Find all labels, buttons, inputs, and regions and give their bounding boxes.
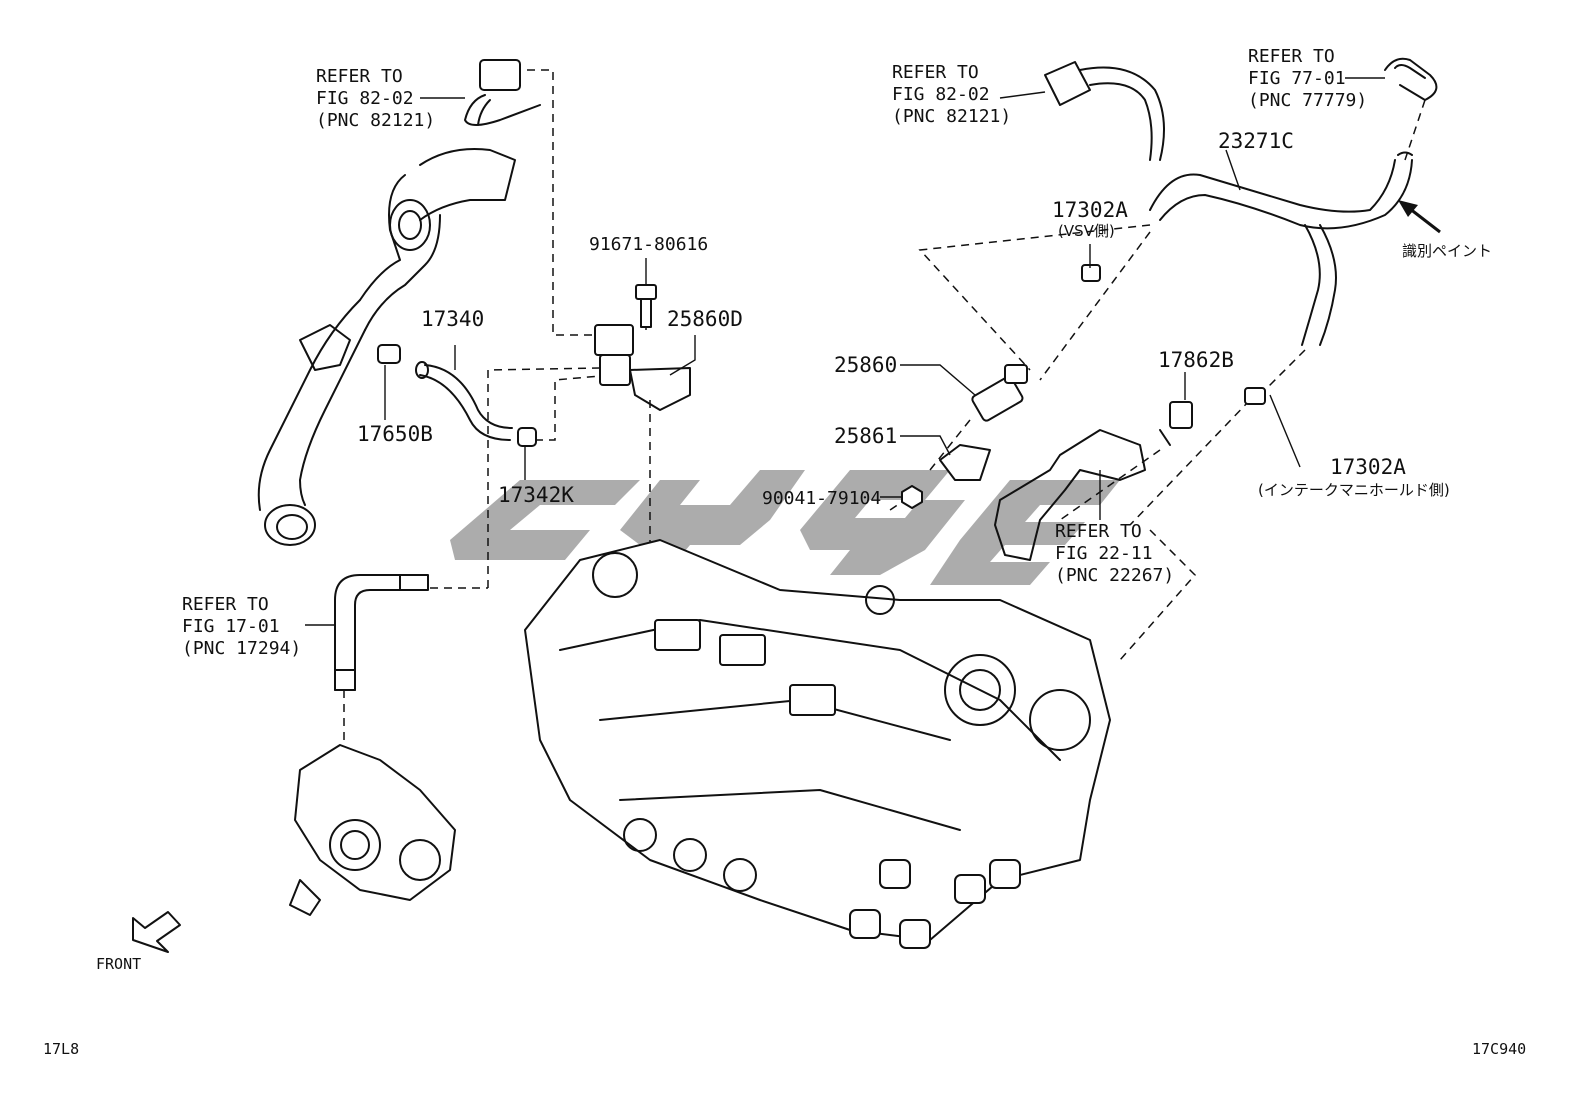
sheet-code-right: 17C940 — [1472, 1040, 1526, 1058]
part-17862B-label: 17862B — [1158, 348, 1234, 372]
part-25861-label: 25861 — [834, 424, 897, 448]
part-17302A-im-label: 17302A — [1330, 455, 1406, 479]
connector-top-left — [464, 59, 541, 126]
vsv-25860 — [971, 364, 1028, 422]
id-paint-label: 識別ペイント — [1402, 242, 1492, 260]
hose-17340 — [415, 361, 513, 441]
ref-77-01: REFER TO FIG 77-01 (PNC 77779) — [1248, 46, 1367, 111]
sheet-code-left: 17L8 — [43, 1040, 79, 1058]
throttle-body — [289, 744, 456, 916]
id-paint-arrow-icon — [1398, 200, 1441, 234]
leader-lines — [305, 77, 1385, 626]
part-25860D-label: 25860D — [667, 307, 743, 331]
part-17302A-vsv-label: 17302A — [1052, 198, 1128, 222]
ref-82-02-left: REFER TO FIG 82-02 (PNC 82121) — [316, 66, 435, 131]
part-17302A-vsv-note: (VSV側) — [1058, 222, 1115, 240]
vsv-25860D — [594, 324, 691, 411]
ref-22-11: REFER TO FIG 22-11 (PNC 22267) — [1055, 521, 1174, 586]
bracket-25861 — [939, 444, 991, 481]
clip-17342K — [517, 427, 537, 447]
part-17302A-im-note: (インテークマニホールド側) — [1258, 481, 1450, 499]
ref-line-3: (PNC 22267) — [1055, 565, 1174, 586]
part-17340-label: 17340 — [421, 307, 484, 331]
ref-17-01: REFER TO FIG 17-01 (PNC 17294) — [182, 594, 301, 659]
clip-17650B — [377, 344, 401, 364]
ref-line-1: REFER TO — [182, 594, 269, 615]
ref-line-3: (PNC 82121) — [892, 106, 1011, 127]
engine-block — [524, 539, 1111, 949]
ref-line-1: REFER TO — [892, 62, 979, 83]
ref-line-2: FIG 77-01 — [1248, 68, 1346, 89]
fitting-17302A-im — [1244, 387, 1266, 405]
ref-line-2: FIG 17-01 — [182, 616, 280, 637]
assembly-dashed-lines — [343, 69, 1426, 760]
front-label: FRONT — [96, 955, 141, 973]
ref-82-02-right: REFER TO FIG 82-02 (PNC 82121) — [892, 62, 1011, 127]
pipe-17294 — [334, 574, 429, 691]
ref-line-1: REFER TO — [316, 66, 403, 87]
hose-77779 — [1384, 57, 1438, 101]
ref-line-3: (PNC 82121) — [316, 110, 435, 131]
bolt-91671 — [635, 284, 657, 328]
ref-line-3: (PNC 17294) — [182, 638, 301, 659]
part-23271C-label: 23271C — [1218, 129, 1294, 153]
part-90041-label: 90041-79104 — [762, 488, 881, 509]
front-arrow-icon — [132, 911, 181, 953]
nut-90041 — [901, 485, 923, 509]
air-intake-hose — [257, 148, 516, 546]
part-25860-label: 25860 — [834, 353, 897, 377]
part-17650B-label: 17650B — [357, 422, 433, 446]
ref-line-2: FIG 82-02 — [892, 84, 990, 105]
part-17342K-label: 17342K — [498, 483, 574, 507]
ref-line-3: (PNC 77779) — [1248, 90, 1367, 111]
ref-line-2: FIG 82-02 — [316, 88, 414, 109]
bracket-17862B — [1159, 401, 1193, 446]
part-91671-label: 91671-80616 — [589, 234, 708, 255]
hose-23271C — [1149, 151, 1413, 346]
ref-line-1: REFER TO — [1248, 46, 1335, 67]
fitting-17302A-vsv — [1081, 264, 1101, 282]
ref-line-2: FIG 22-11 — [1055, 543, 1153, 564]
ref-line-1: REFER TO — [1055, 521, 1142, 542]
connector-top-right — [1044, 61, 1165, 161]
